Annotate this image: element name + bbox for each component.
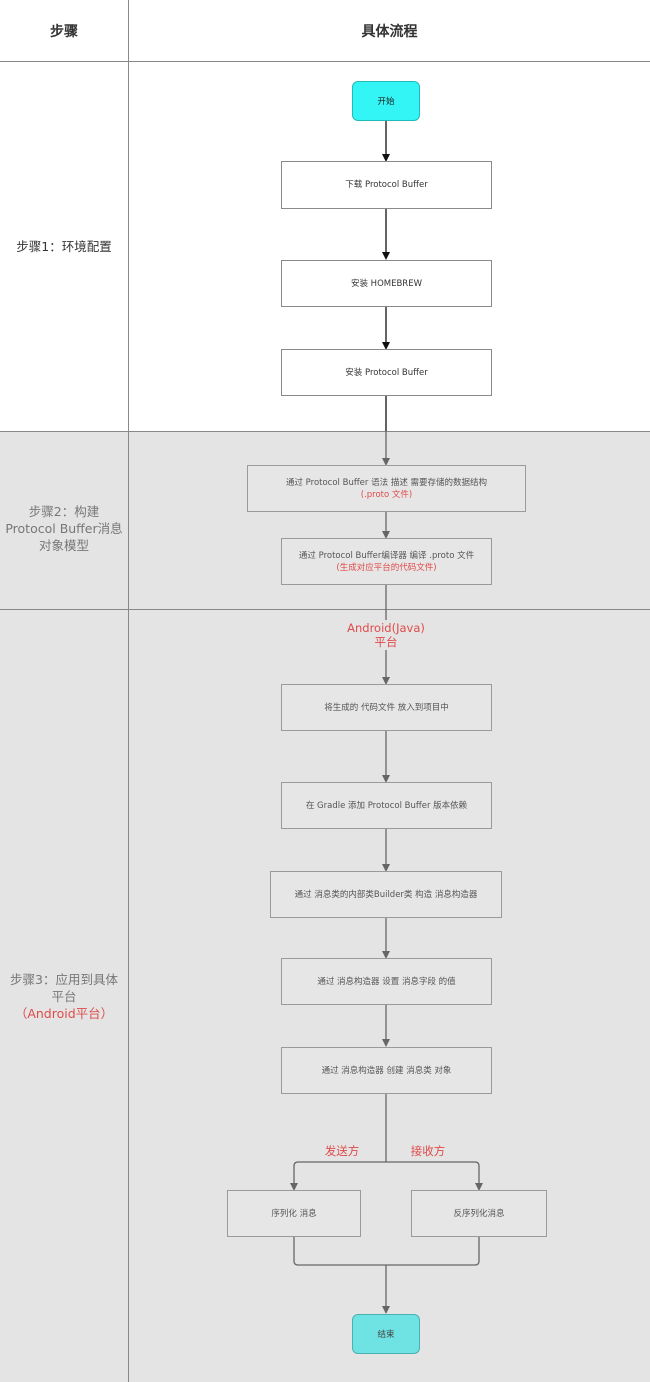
builder-text: 通过 消息类的内部类Builder类 构造 消息构造器: [294, 889, 478, 900]
create-object-box: 通过 消息构造器 创建 消息类 对象: [281, 1047, 492, 1094]
set-fields-text: 通过 消息构造器 设置 消息字段 的值: [317, 976, 456, 987]
compile-proto-text: 通过 Protocol Buffer编译器 编译 .proto 文件: [298, 550, 475, 561]
column-divider: [128, 0, 129, 1382]
install-pb-box: 安装 Protocol Buffer: [281, 349, 492, 396]
compile-proto-box: 通过 Protocol Buffer编译器 编译 .proto 文件 (生成对应…: [281, 538, 492, 585]
describe-structure-text: 通过 Protocol Buffer 语法 描述 需要存储的数据结构: [285, 477, 488, 488]
serialize-box: 序列化 消息: [227, 1190, 361, 1237]
header-band: [0, 0, 650, 61]
step3-note: （Android平台）: [14, 1006, 114, 1021]
header-step: 步骤: [50, 23, 78, 40]
header-flow: 具体流程: [361, 23, 418, 40]
serialize-text: 序列化 消息: [271, 1208, 317, 1219]
receiver-label: 接收方: [410, 1144, 446, 1158]
gradle-dependency-text: 在 Gradle 添加 Protocol Buffer 版本依赖: [305, 800, 468, 811]
gradle-dependency-box: 在 Gradle 添加 Protocol Buffer 版本依赖: [281, 782, 492, 829]
download-pb-text: 下载 Protocol Buffer: [345, 180, 428, 190]
step1-label: 步骤1：环境配置: [16, 239, 112, 254]
put-files-text: 将生成的 代码文件 放入到项目中: [324, 702, 449, 713]
merge-serialize: [293, 1237, 386, 1266]
download-pb-box: 下载 Protocol Buffer: [281, 161, 492, 209]
deserialize-box: 反序列化消息: [411, 1190, 547, 1237]
platform-label-text: Android(Java) 平台: [347, 621, 425, 649]
create-object-text: 通过 消息构造器 创建 消息类 对象: [321, 1065, 452, 1076]
install-pb-text: 安装 Protocol Buffer: [345, 367, 428, 378]
step3-label: 步骤3：应用到具体平台 （Android平台）: [0, 971, 128, 1022]
start-node: 开始: [352, 81, 420, 121]
put-files-box: 将生成的 代码文件 放入到项目中: [281, 684, 492, 731]
row-divider-header: [0, 61, 650, 62]
describe-structure-box: 通过 Protocol Buffer 语法 描述 需要存储的数据结构 (.pro…: [247, 465, 526, 512]
install-homebrew-box: 安装 HOMEBREW: [281, 260, 492, 307]
platform-label: Android(Java) 平台: [336, 621, 436, 649]
sender-label: 发送方: [324, 1144, 360, 1158]
end-node: 结束: [352, 1314, 420, 1354]
builder-box: 通过 消息类的内部类Builder类 构造 消息构造器: [270, 871, 502, 918]
step2-label: 步骤2：构建Protocol Buffer消息对象模型: [5, 504, 123, 553]
merge-deserialize: [386, 1237, 480, 1266]
step3-title: 步骤3：应用到具体平台: [10, 972, 118, 1004]
compile-proto-sub: (生成对应平台的代码文件): [336, 562, 437, 573]
arrow-branch-deserialize: [386, 1161, 483, 1191]
row-divider-step1: [0, 431, 650, 432]
install-homebrew-text: 安装 HOMEBREW: [350, 278, 422, 289]
describe-structure-sub: (.proto 文件): [360, 489, 413, 500]
set-fields-box: 通过 消息构造器 设置 消息字段 的值: [281, 958, 492, 1005]
deserialize-text: 反序列化消息: [453, 1208, 505, 1219]
arrow-branch-serialize: [290, 1161, 386, 1191]
row-divider-step2: [0, 609, 650, 610]
